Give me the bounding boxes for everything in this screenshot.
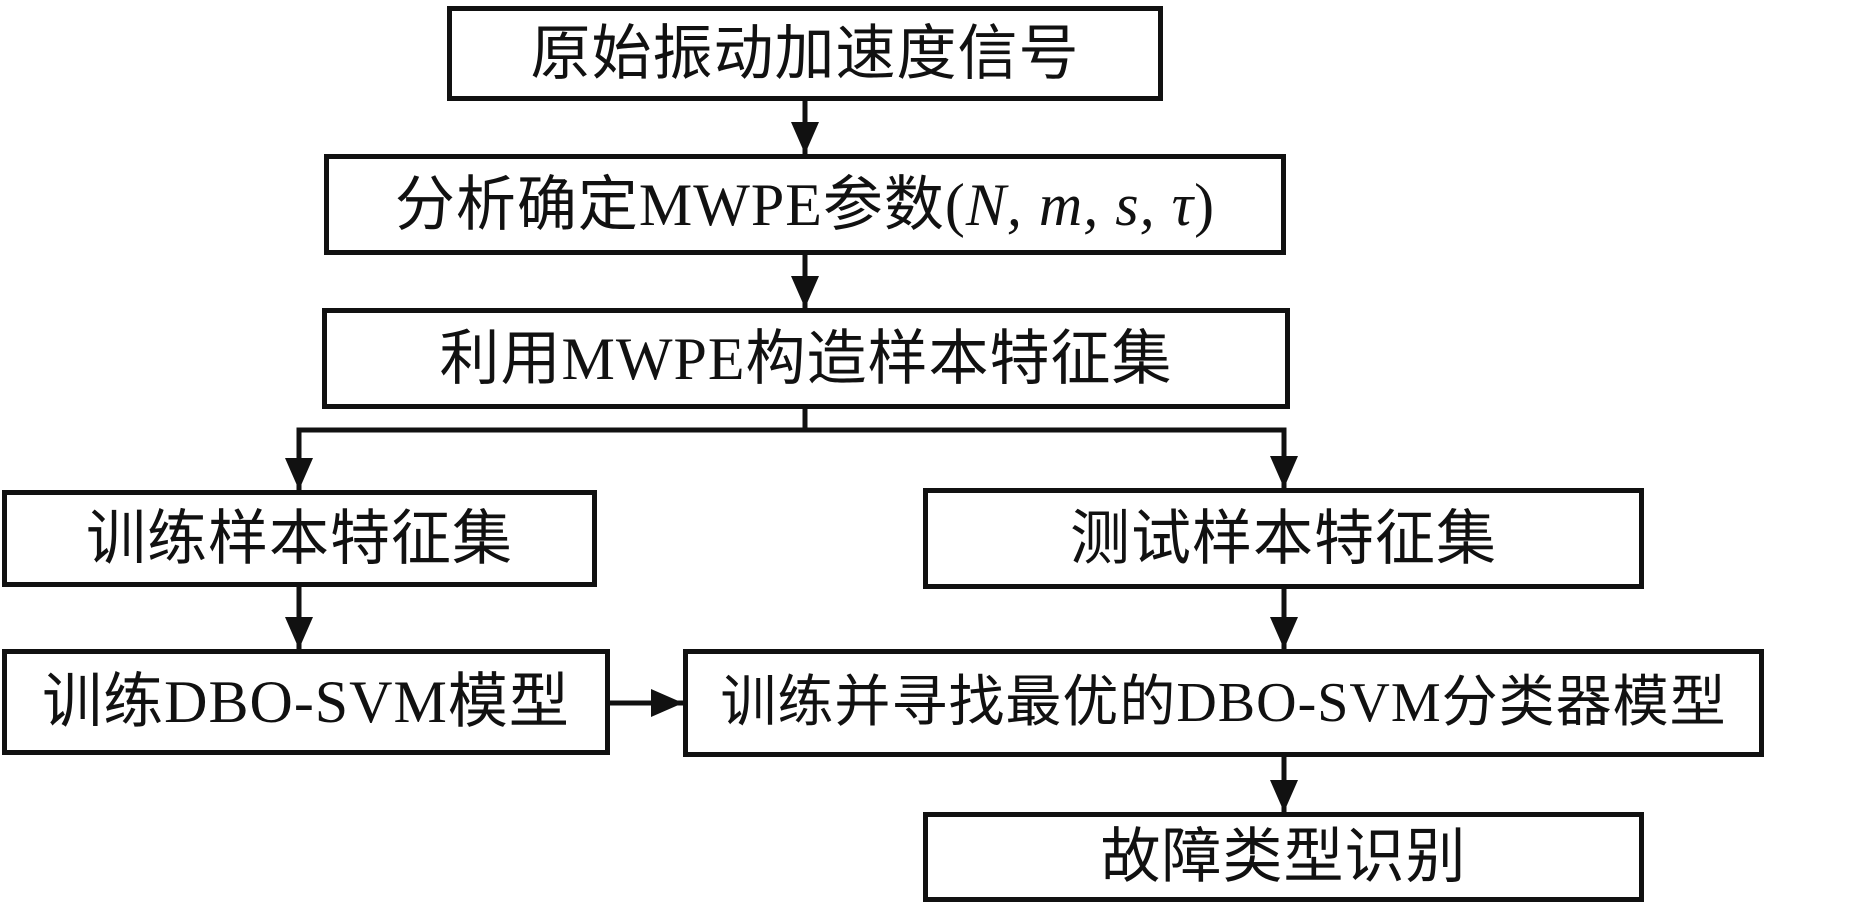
node-test-feature-set: 测试样本特征集: [923, 488, 1644, 589]
node-fault-type-recognition-label: 故障类型识别: [1100, 824, 1467, 890]
node-optimal-classifier-model-label: 训练并寻找最优的DBO-SVM分类器模型: [720, 672, 1727, 734]
node-mwpe-params-label-suffix: ): [1194, 171, 1216, 238]
node-training-feature-set-label: 训练样本特征集: [86, 505, 513, 572]
node-optimal-classifier-model: 训练并寻找最优的DBO-SVM分类器模型: [683, 649, 1764, 757]
node-mwpe-params: 分析确定MWPE参数(N, m, s, τ ): [324, 154, 1286, 255]
node-fault-type-recognition: 故障类型识别: [923, 812, 1644, 902]
node-mwpe-params-variables: N, m, s, τ: [965, 171, 1195, 238]
node-feature-construction: 利用MWPE构造样本特征集: [322, 308, 1290, 409]
node-training-feature-set: 训练样本特征集: [2, 490, 597, 587]
node-train-dbo-svm-model-label: 训练DBO-SVM模型: [42, 669, 570, 735]
node-train-dbo-svm-model: 训练DBO-SVM模型: [2, 649, 610, 755]
node-mwpe-params-label-prefix: 分析确定MWPE参数(: [394, 171, 966, 238]
node-raw-signal: 原始振动加速度信号: [447, 6, 1163, 101]
node-feature-construction-label: 利用MWPE构造样本特征集: [439, 325, 1173, 392]
node-raw-signal-label: 原始振动加速度信号: [530, 20, 1080, 87]
node-test-feature-set-label: 测试样本特征集: [1070, 505, 1497, 572]
